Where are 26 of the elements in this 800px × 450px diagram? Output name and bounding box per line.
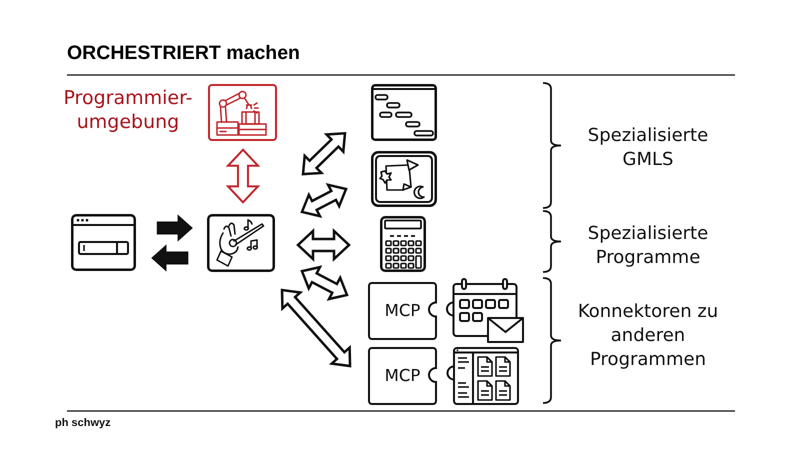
title: ORCHESTRIERT machen	[67, 44, 300, 64]
double-arrow	[296, 228, 351, 262]
conductor-hand-icon	[207, 214, 275, 272]
category-label: Spezialisierte Programme	[586, 222, 710, 270]
sticky-note-icon	[371, 151, 437, 207]
node-label: MCP	[384, 302, 420, 320]
category-label: Spezialisierte GMLS	[586, 124, 710, 172]
gantt-chart-icon	[371, 84, 437, 141]
calendar-mail-icon	[448, 278, 524, 343]
node-label: MCP	[384, 366, 420, 386]
double-arrow	[302, 132, 346, 176]
file-grid-icon	[449, 347, 519, 405]
double-arrow	[280, 288, 352, 368]
arrow	[156, 214, 193, 242]
double-arrow	[300, 265, 349, 301]
arrow	[151, 244, 188, 272]
browser-window-icon	[71, 214, 136, 271]
footer-text: ph schwyz	[55, 417, 111, 430]
puzzle-piece	[368, 347, 437, 405]
calculator-icon	[380, 216, 426, 272]
double-arrow	[226, 148, 260, 204]
puzzle-piece	[368, 282, 437, 340]
double-arrow	[300, 182, 348, 218]
node-caption: Programmier- umgebung	[62, 86, 194, 134]
category-label: Konnektoren zu anderen Programmen	[576, 300, 720, 372]
robot-arm-icon	[208, 84, 277, 141]
